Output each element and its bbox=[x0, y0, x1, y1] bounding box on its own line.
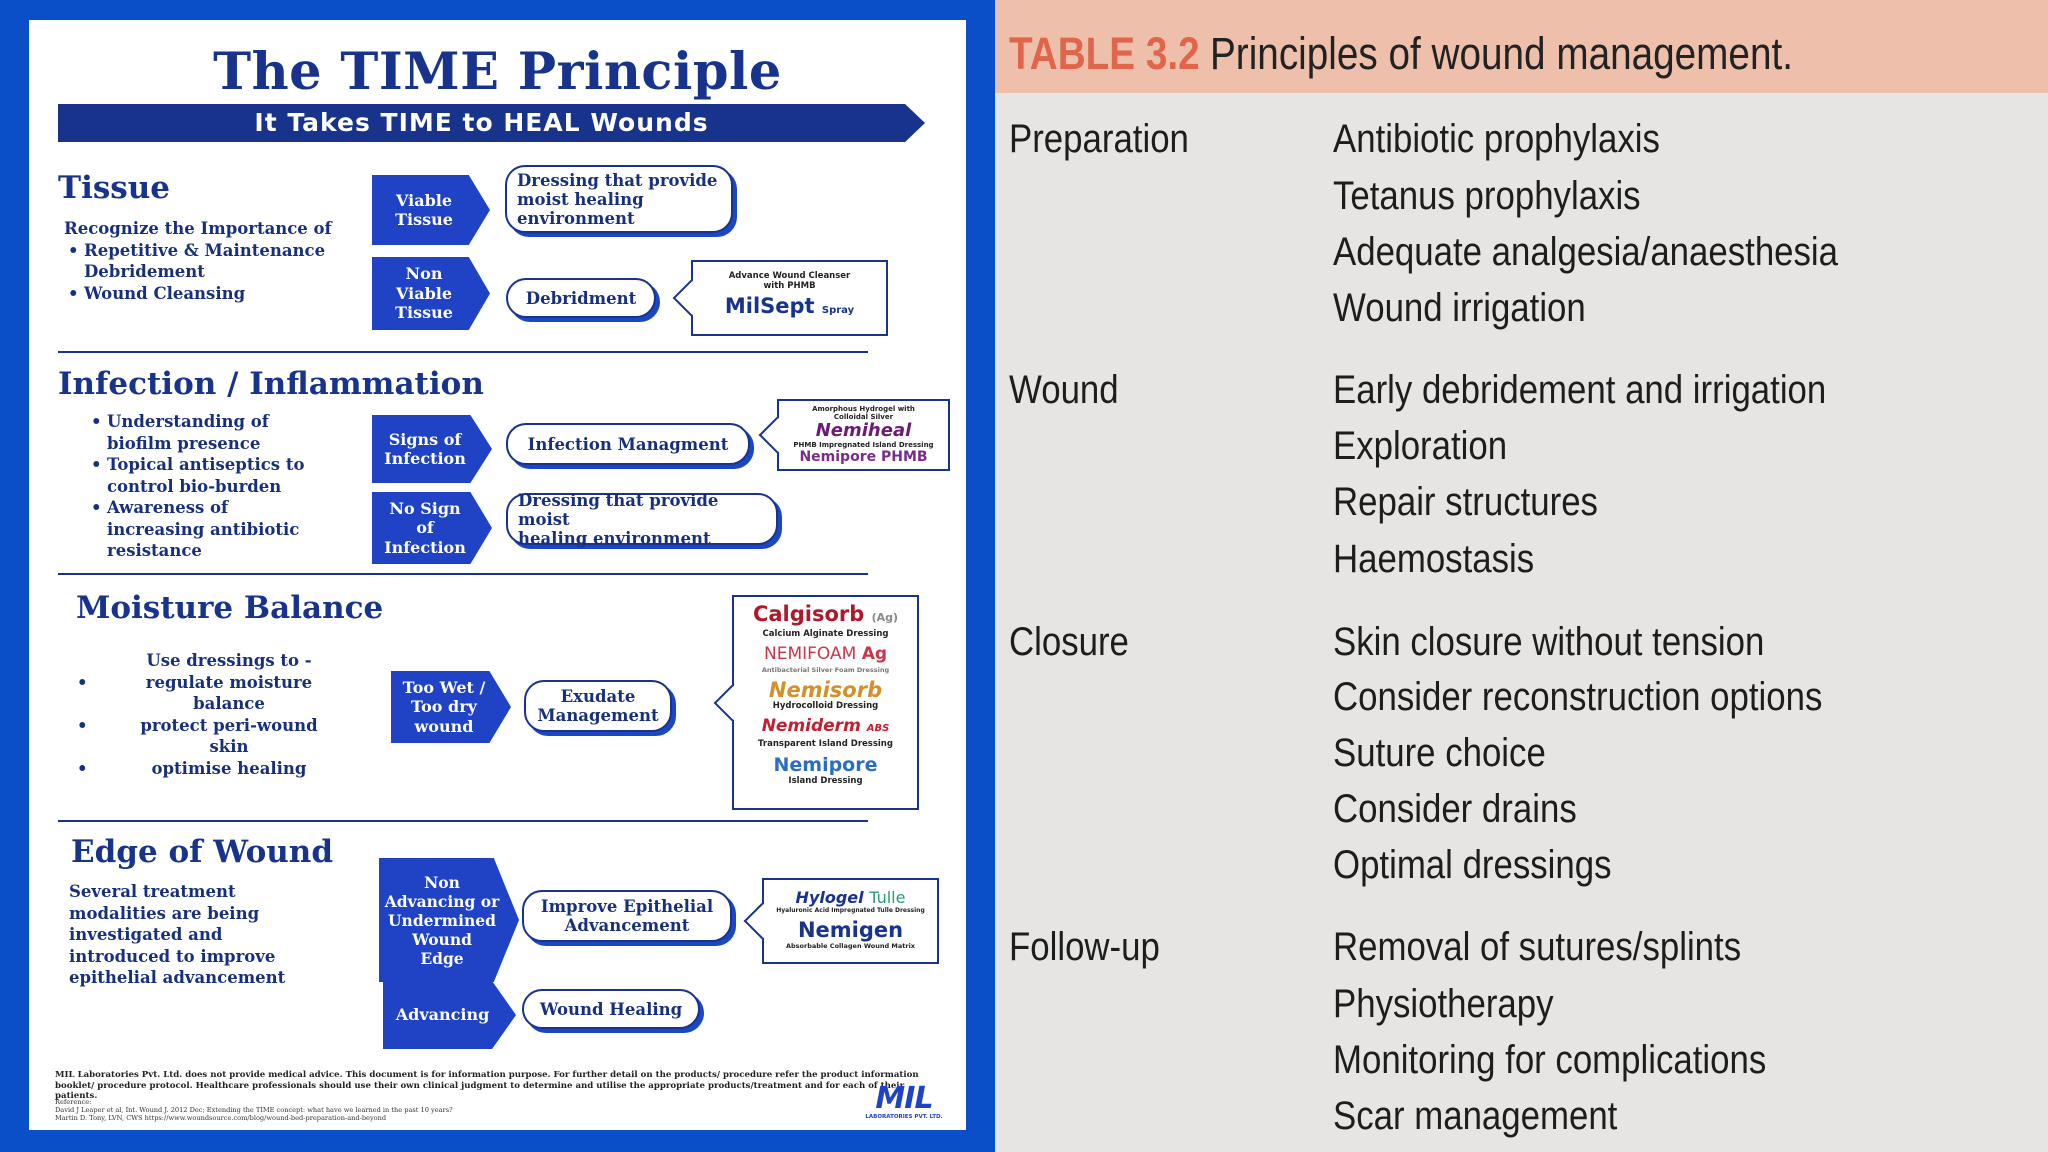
calgisorb-logo: Calgisorb (Ag) bbox=[752, 602, 899, 626]
moisture-intro: Use dressings to - bbox=[146, 651, 312, 670]
tissue-heading: Tissue bbox=[58, 170, 171, 206]
table-item: Tetanus prophylaxis bbox=[1333, 174, 1641, 218]
table-item: Consider drains bbox=[1333, 787, 1577, 831]
nemiheal-logo: Nemiheal bbox=[815, 420, 912, 441]
moisture-text: Use dressings to - regulate moisturebala… bbox=[77, 650, 359, 780]
mil-logo: MIL LABORATORIES PVT. LTD. bbox=[865, 1081, 943, 1121]
category-preparation: Preparation bbox=[1009, 117, 1189, 161]
poster-banner: It Takes TIME to HEAL Wounds bbox=[58, 104, 925, 142]
nemipore-logo: Nemipore bbox=[773, 754, 878, 776]
edge-text: Several treatment modalities are being i… bbox=[69, 882, 286, 987]
table-item: Skin closure without tension bbox=[1333, 620, 1765, 664]
references: Reference: David J Leaper et al, Int. Wo… bbox=[55, 1098, 453, 1122]
section-divider bbox=[58, 820, 868, 822]
moisture-products-box: Calgisorb (Ag) Calcium Alginate Dressing… bbox=[713, 595, 919, 810]
table-item: Physiotherapy bbox=[1333, 982, 1554, 1026]
wound-healing-pill: Wound Healing bbox=[522, 989, 700, 1029]
table-item: Consider reconstruction options bbox=[1333, 675, 1823, 719]
hylogel-logo: Hylogel Tulle bbox=[795, 888, 906, 907]
category-follow-up: Follow-up bbox=[1009, 925, 1160, 969]
moisture-heading: Moisture Balance bbox=[76, 590, 384, 626]
section-divider bbox=[58, 573, 868, 575]
nemisorb-logo: Nemisorb bbox=[768, 678, 883, 702]
table-caption: Principles of wound management. bbox=[1209, 28, 1793, 79]
nemifoam-logo: NEMIFOAM Ag bbox=[763, 644, 888, 664]
tissue-text: Recognize the Importance of Repetitive &… bbox=[64, 218, 394, 304]
table-item: Haemostasis bbox=[1333, 537, 1535, 581]
disclaimer: MIL Laboratories Pvt. Ltd. does not prov… bbox=[55, 1070, 919, 1101]
table-item: Optimal dressings bbox=[1333, 843, 1612, 887]
table-item: Repair structures bbox=[1333, 480, 1598, 524]
table-item: Adequate analgesia/anaesthesia bbox=[1333, 230, 1839, 274]
nemigen-logo: Nemigen bbox=[797, 918, 904, 942]
infection-management-pill: Infection Managment bbox=[506, 423, 750, 465]
table-item: Suture choice bbox=[1333, 731, 1546, 775]
nemipore-phmb-logo: Nemipore PHMB bbox=[799, 449, 928, 465]
table-item: Exploration bbox=[1333, 424, 1508, 468]
hylogel-nemigen-box: Hylogel Tulle Hyaluronic Acid Impregnate… bbox=[743, 878, 939, 964]
nemiderm-logo: Nemiderm ABS bbox=[761, 716, 890, 736]
nemiheal-product-box: Amorphous Hydrogel with Colloidal Silver… bbox=[758, 399, 950, 471]
milsept-logo: MilSept Spray bbox=[724, 294, 855, 318]
debridment-pill: Debridment bbox=[506, 278, 656, 318]
table-item: Scar management bbox=[1333, 1094, 1618, 1138]
time-principle-poster: The TIME Principle It Takes TIME to HEAL… bbox=[29, 20, 966, 1130]
table-item: Early debridement and irrigation bbox=[1333, 368, 1827, 412]
poster-frame: The TIME Principle It Takes TIME to HEAL… bbox=[0, 0, 995, 1152]
edge-heading: Edge of Wound bbox=[71, 834, 334, 870]
moisture-bullet: optimise healing bbox=[77, 758, 359, 780]
category-closure: Closure bbox=[1009, 620, 1129, 664]
table-item: Removal of sutures/splints bbox=[1333, 925, 1742, 969]
section-divider bbox=[58, 351, 868, 353]
tissue-bullet: Wound Cleansing bbox=[64, 283, 394, 305]
tissue-intro: Recognize the Importance of bbox=[64, 219, 332, 238]
table-number: TABLE 3.2 bbox=[1009, 28, 1200, 79]
infection-heading: Infection / Inflammation bbox=[58, 366, 484, 402]
advancing-arrow: Advancing bbox=[383, 981, 516, 1049]
table-item: Antibiotic prophylaxis bbox=[1333, 117, 1660, 161]
table-item: Monitoring for complications bbox=[1333, 1038, 1767, 1082]
category-wound: Wound bbox=[1009, 368, 1119, 412]
poster-title: The TIME Principle bbox=[213, 42, 782, 102]
milsept-product-box: Advance Wound Cleanser with PHMB MilSept… bbox=[672, 260, 888, 336]
table-item: Wound irrigation bbox=[1333, 286, 1586, 330]
